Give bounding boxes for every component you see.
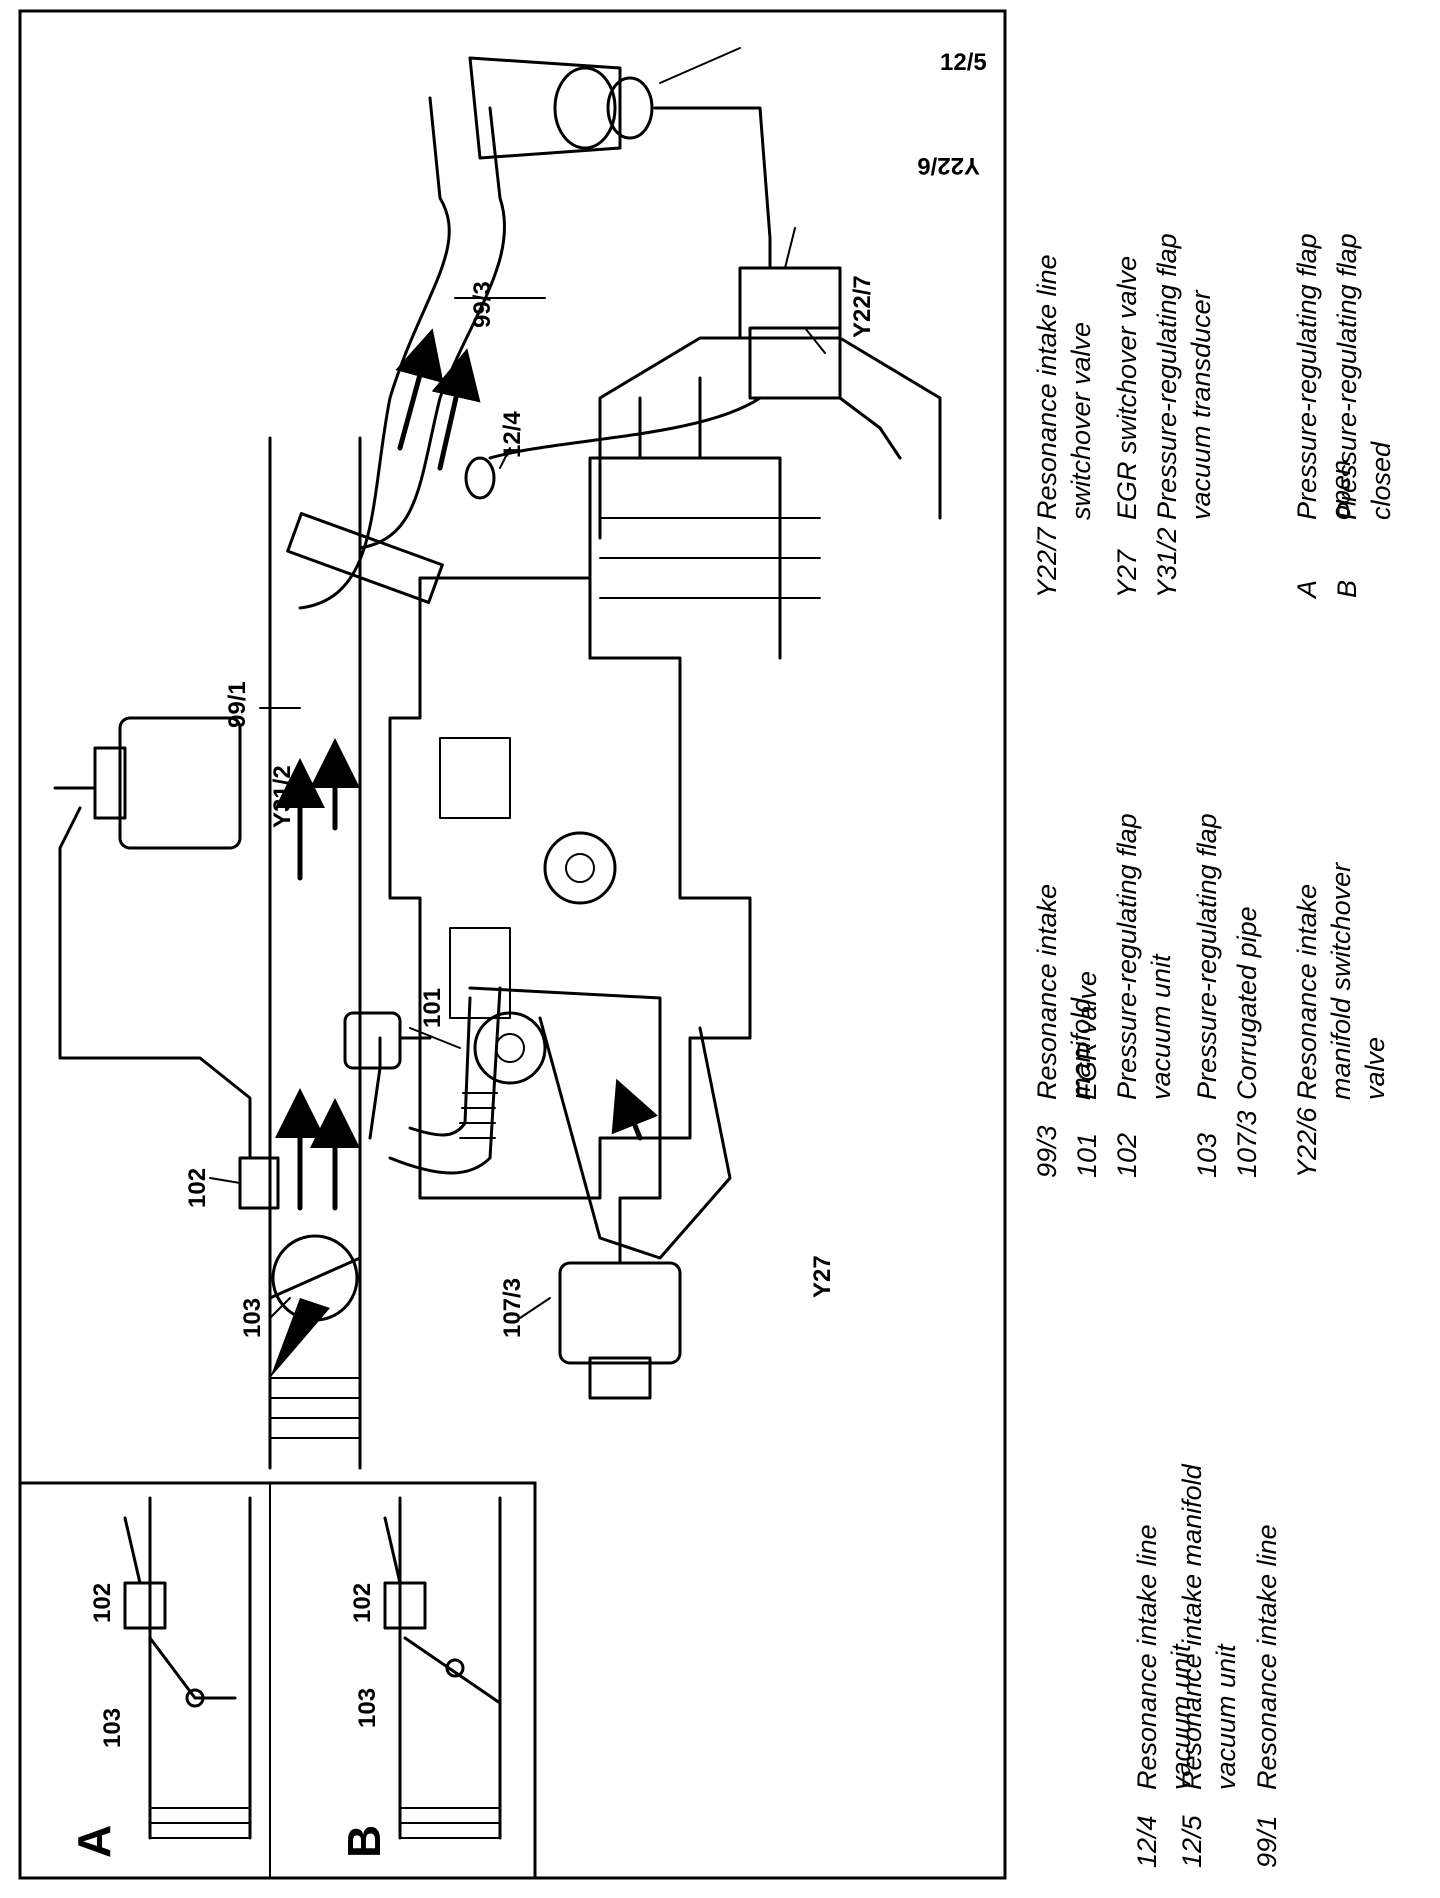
legend-item: 102 Pressure-regulating flap vacuum unit [1110,800,1178,1178]
legend-text: EGR switchover valve [1112,255,1142,520]
inset-b-hose [383,1516,402,1585]
inset-a-pipe [148,1496,252,1840]
egr-switchover-valve [558,1206,682,1400]
legend-item: 99/1 Resonance intake line [1250,1430,1284,1868]
legend-text: Resonance intake line [1252,1524,1282,1790]
corrugation [459,1092,498,1139]
legend-code: 102 [1112,1132,1142,1178]
inset-a-vacuum-unit [123,1581,167,1630]
inset-b-callout-103: 103 [354,1688,381,1728]
legend-code: Y27 [1112,549,1142,598]
legend-text: Pressure-regulating flap [1192,813,1222,1100]
intake-line-flange [269,1377,361,1439]
vacuum-hose [488,396,762,460]
legend-code: 12/5 [1177,1815,1207,1868]
inset-a [18,1481,537,1880]
callout-y22-7: Y22/7 [849,275,876,338]
inset-a-pivot [185,1688,205,1708]
callout-12-4: 12/4 [499,411,526,458]
legend-item: B Pressure-regulating flap closed [1330,220,1398,598]
inset-b-vacuum-unit [383,1581,427,1630]
inset-frame [18,1481,537,1880]
legend-code: 103 [1192,1132,1222,1178]
inset-b-flange [399,1807,501,1839]
inset-b-flap [403,1636,502,1705]
legend-text: Resonance intake manifold switchover val… [1292,862,1390,1100]
egr-valve [343,1011,432,1070]
legend-item: 12/5 Resonance intake manifold vacuum un… [1175,1430,1243,1868]
resonance-intake-line [268,436,362,1470]
inset-a-flange [149,1807,251,1839]
inset-a-letter: A [68,1825,120,1858]
legend-text: Pressure-regulating flap vacuum unit [1112,813,1176,1100]
legend-text: EGR valve [1072,970,1102,1100]
legend-code: B [1332,579,1362,598]
legend-text: Pressure-regulating flap vacuum transduc… [1152,233,1216,520]
callout-y31-2: Y31/2 [269,765,296,828]
legend-item: Y31/2 Pressure-regulating flap vacuum tr… [1150,220,1218,598]
inset-b-callout-102: 102 [349,1583,376,1623]
inset-a-hose [123,1516,142,1585]
engine-block [388,336,942,1200]
intake-line-vacuum-unit [464,456,496,500]
vacuum-hose [58,806,252,1160]
inset-b-pivot [445,1658,465,1678]
callout-99-1: 99/1 [224,681,251,728]
legend-item: Y22/7 Resonance intake line switchover v… [1030,220,1098,598]
flow-arrow [395,328,444,451]
legend-item: 101 EGR valve [1070,800,1104,1178]
inset-b-letter: B [338,1825,390,1858]
legend-item: Y22/6 Resonance intake manifold switchov… [1290,800,1392,1178]
callout-102: 102 [184,1168,211,1208]
flow-arrow [431,348,481,471]
legend-text: Pressure-regulating flap closed [1332,233,1396,520]
legend-text: Resonance intake manifold vacuum unit [1177,1464,1241,1790]
manifold-clamp [286,512,444,604]
legend-code: 101 [1072,1132,1102,1178]
resonance-intake-manifold [298,96,506,610]
flap-vacuum-unit [238,1156,280,1210]
legend-code: Y22/6 [1292,1107,1322,1178]
inset-a-callout-102: 102 [89,1583,116,1623]
legend-item: 107/3 Corrugated pipe [1230,800,1264,1178]
vacuum-hose [838,396,902,460]
legend-code: Y31/2 [1152,527,1182,598]
legend-item: Y27 EGR switchover valve [1110,220,1144,598]
egr-hose [468,986,662,1210]
manifold-vacuum-unit [468,56,654,160]
callout-103: 103 [239,1298,266,1338]
egr-connection [368,1036,382,1140]
callout-12-5: 12/5 [940,49,987,76]
flow-arrow [611,1078,659,1141]
leader-lines [209,47,826,1319]
inset-a-flap [148,1636,237,1700]
callout-y22-6: Y22/6 [917,152,980,179]
flap-plate [268,1256,362,1300]
inset-a-callout-103: 103 [99,1708,126,1748]
legend-code: 99/1 [1252,1815,1282,1868]
legend-code: 107/3 [1232,1110,1262,1178]
inset-pointer [270,1298,330,1378]
inset-b-pipe [398,1496,502,1840]
vacuum-transducer [53,716,242,850]
callout-107-3: 107/3 [499,1278,526,1338]
callout-101: 101 [419,988,446,1028]
vacuum-hose [653,106,772,240]
legend-code: Y22/7 [1032,527,1062,598]
callout-99-3: 99/3 [469,281,496,328]
legend-text: Corrugated pipe [1232,906,1262,1100]
inset-b [383,1496,502,1840]
exhaust-pipe [538,1016,732,1260]
callout-y27: Y27 [809,1255,836,1298]
switchover-valves [738,236,842,400]
legend-item: 103 Pressure-regulating flap [1190,800,1224,1178]
legend-text: Resonance intake line switchover valve [1032,254,1096,520]
